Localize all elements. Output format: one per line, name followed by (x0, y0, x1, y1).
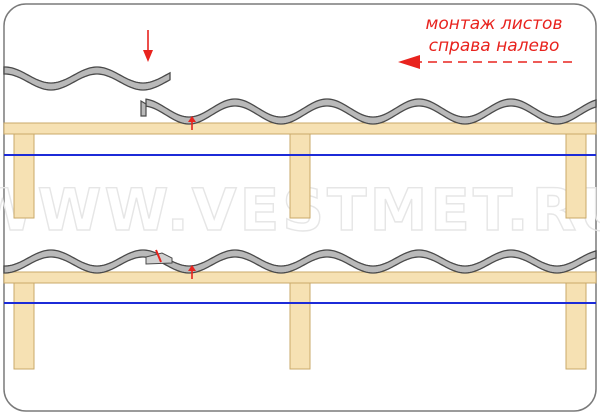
batten-beam (3, 271, 597, 284)
arrow-down-icon (143, 30, 153, 62)
caption-line-1: монтаж листов (426, 14, 563, 34)
bottom-row (3, 249, 597, 370)
overlap-mark (155, 249, 162, 263)
batten-post (289, 133, 311, 219)
top-row (3, 30, 597, 219)
batten-post (13, 133, 35, 219)
screw-icon (188, 265, 196, 279)
caption-line-2: справа налево (429, 36, 560, 56)
batten-post (13, 282, 35, 370)
sheet-lip (140, 99, 147, 117)
batten-post (565, 282, 587, 370)
new-sheet (3, 66, 171, 91)
arrow-left-dashed-icon (398, 55, 572, 69)
batten-post (289, 282, 311, 370)
screw-icon (188, 116, 196, 130)
batten-beam (3, 122, 597, 135)
batten-post (565, 133, 587, 219)
